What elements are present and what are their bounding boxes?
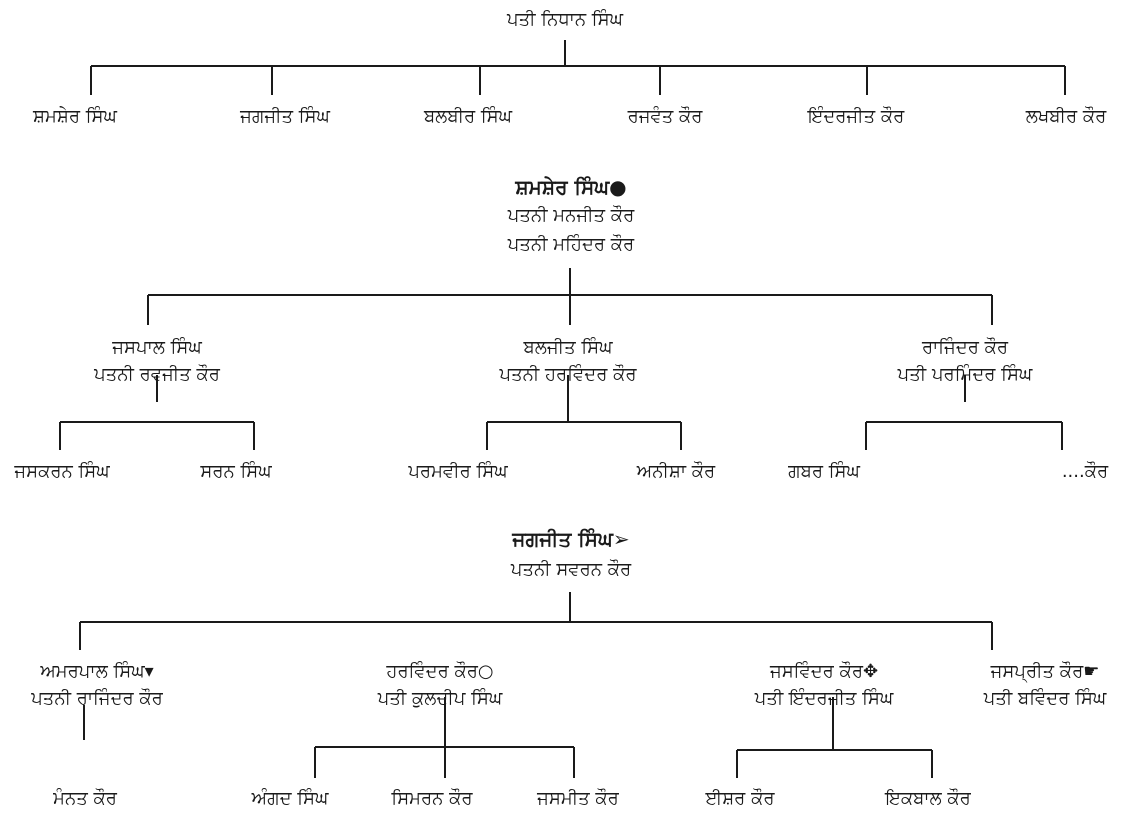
child-name: ਲਖਬੀਰ ਕੌਰ (1025, 106, 1107, 127)
child-name: ਇੰਦਰਜੀਤ ਕੌਰ (807, 106, 905, 127)
child-name: ਬਲਜੀਤ ਸਿੰਘ (523, 337, 613, 358)
child-name: ਅਮਰਪਾਲ ਸਿੰਘ▾ (40, 661, 154, 682)
spouse-name: ਪਤੀ ਇੰਦਰਜੀਤ ਸਿੰਘ (754, 688, 894, 709)
child-name: ਬਲਬੀਰ ਸਿੰਘ (423, 106, 513, 127)
child-name: ਜਗਜੀਤ ਸਿੰਘ (240, 106, 330, 127)
grandchild-name: ਅਨੀਸ਼ਾ ਕੌਰ (636, 461, 716, 482)
spouse-name: ਪਤੀ ਪਰਮਿੰਦਰ ਸਿੰਘ (897, 364, 1033, 385)
spouse-name: ਪਤੀ ਬਵਿੰਦਰ ਸਿੰਘ (983, 688, 1107, 709)
grandchild-name: ਗਬਰ ਸਿੰਘ (788, 461, 860, 482)
spouse-name: ਪਤੀ ਕੁਲਦੀਪ ਸਿੰਘ (377, 688, 503, 709)
spouse-name: ਪਤਨੀ ਹਰਵਿੰਦਰ ਕੌਰ (499, 364, 637, 385)
grandchild-name: ਜਸਮੀਤ ਕੌਰ (537, 788, 619, 809)
grandchild-name: ....ਕੌਰ (1061, 461, 1109, 482)
grandchild-name: ਜਸਕਰਨ ਸਿੰਘ (14, 461, 110, 482)
grandchild-name: ਇਕਬਾਲ ਕੌਰ (885, 788, 971, 809)
grandchild-name: ਈਸ਼ਰ ਕੌਰ (705, 788, 775, 809)
child-name: ਜਸਵਿੰਦਰ ਕੌਰ✥ (769, 661, 879, 682)
family-head: ਸ਼ਮਸ਼ੇਰ ਸਿੰਘ● (515, 175, 627, 199)
spouse-name: ਪਤਨੀ ਮਹਿੰਦਰ ਕੌਰ (507, 234, 635, 255)
child-name: ਰਜਵੰਤ ਕੌਰ (627, 106, 703, 127)
spouse-name: ਪਤਨੀ ਸਵਰਨ ਕੌਰ (510, 559, 632, 580)
spouse-name: ਪਤਨੀ ਰਵਜੀਤ ਕੌਰ (94, 364, 220, 385)
child-name: ਹਰਵਿੰਦਰ ਕੌਰ○ (386, 661, 494, 682)
root-person: ਪਤੀ ਨਿਧਾਨ ਸਿੰਘ (507, 9, 623, 30)
child-name: ਜਸਪ੍ਰੀਤ ਕੌਰ☛ (990, 661, 1100, 682)
child-name: ਰਾਜਿੰਦਰ ਕੌਰ (921, 337, 1009, 358)
family-head: ਜਗਜੀਤ ਸਿੰਘ➢ (512, 527, 630, 551)
spouse-name: ਪਤਨੀ ਮਨਜੀਤ ਕੌਰ (507, 205, 635, 226)
spouse-name: ਪਤਨੀ ਰਾਜਿੰਦਰ ਕੌਰ (31, 688, 163, 709)
grandchild-name: ਅੰਗਦ ਸਿੰਘ (251, 788, 329, 809)
grandchild-name: ਪਰਮਵੀਰ ਸਿੰਘ (408, 461, 508, 482)
child-name: ਜਸਪਾਲ ਸਿੰਘ (112, 337, 202, 358)
grandchild-name: ਸਿਮਰਨ ਕੌਰ (391, 788, 473, 809)
grandchild-name: ਮੰਨਤ ਕੌਰ (53, 788, 117, 809)
grandchild-name: ਸਰਨ ਸਿੰਘ (200, 461, 272, 482)
child-name: ਸ਼ਮਸ਼ੇਰ ਸਿੰਘ (33, 106, 117, 127)
